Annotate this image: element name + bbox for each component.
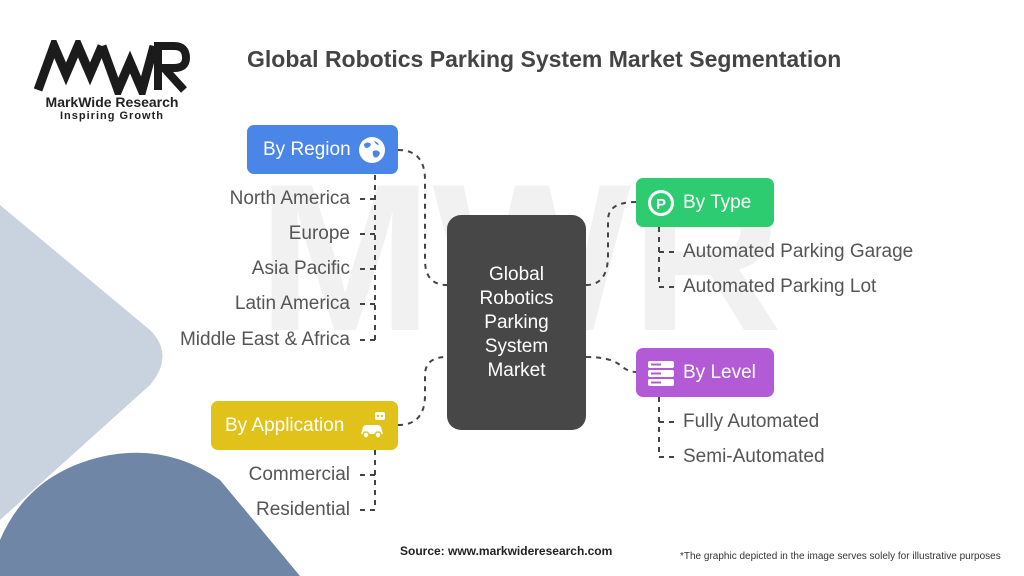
region-item: North America xyxy=(229,188,350,209)
company-tagline: Inspiring Growth xyxy=(60,110,164,122)
server-icon xyxy=(648,361,674,386)
type-item: Automated Parking Lot xyxy=(683,276,877,297)
level-item: Semi-Automated xyxy=(683,446,825,467)
level-item: Fully Automated xyxy=(683,411,820,432)
segment-level-label: By Level xyxy=(683,361,756,383)
center-node: Global Robotics Parking System Market xyxy=(447,215,586,430)
center-label: Global Robotics Parking System Market xyxy=(479,263,554,381)
segment-application-label: By Application xyxy=(225,414,345,436)
region-item: Europe xyxy=(288,223,350,244)
company-logo xyxy=(34,40,190,95)
region-item: Latin America xyxy=(234,293,350,314)
application-item: Residential xyxy=(256,499,350,520)
globe-icon xyxy=(359,137,385,163)
source-text: Source: www.markwideresearch.com xyxy=(400,544,613,558)
segment-region-label: By Region xyxy=(263,138,351,160)
robot-car-icon xyxy=(361,412,385,439)
segment-type-pill: P By Type xyxy=(636,178,774,227)
decor-shape-dark xyxy=(0,452,300,576)
segment-region-pill: By Region xyxy=(247,125,398,174)
page-title: Global Robotics Parking System Market Se… xyxy=(247,46,842,72)
disclaimer-note: *The graphic depicted in the image serve… xyxy=(680,551,1001,562)
connector-type-center xyxy=(585,201,637,286)
region-item: Middle East & Africa xyxy=(179,329,350,350)
svg-text:P: P xyxy=(656,196,666,213)
type-item: Automated Parking Garage xyxy=(683,241,914,262)
segment-application-pill: By Application xyxy=(211,401,398,450)
connector-region-center xyxy=(397,149,448,286)
segment-type-label: By Type xyxy=(683,191,752,213)
connector-level-center xyxy=(585,356,637,373)
application-item: Commercial xyxy=(248,464,350,485)
region-item: Asia Pacific xyxy=(251,258,350,279)
company-name: MarkWide Research xyxy=(45,94,179,110)
segment-level-pill: By Level xyxy=(636,348,774,397)
decor-shape-light xyxy=(0,205,163,520)
parking-icon: P xyxy=(648,190,674,216)
connector-application-center xyxy=(397,356,448,426)
